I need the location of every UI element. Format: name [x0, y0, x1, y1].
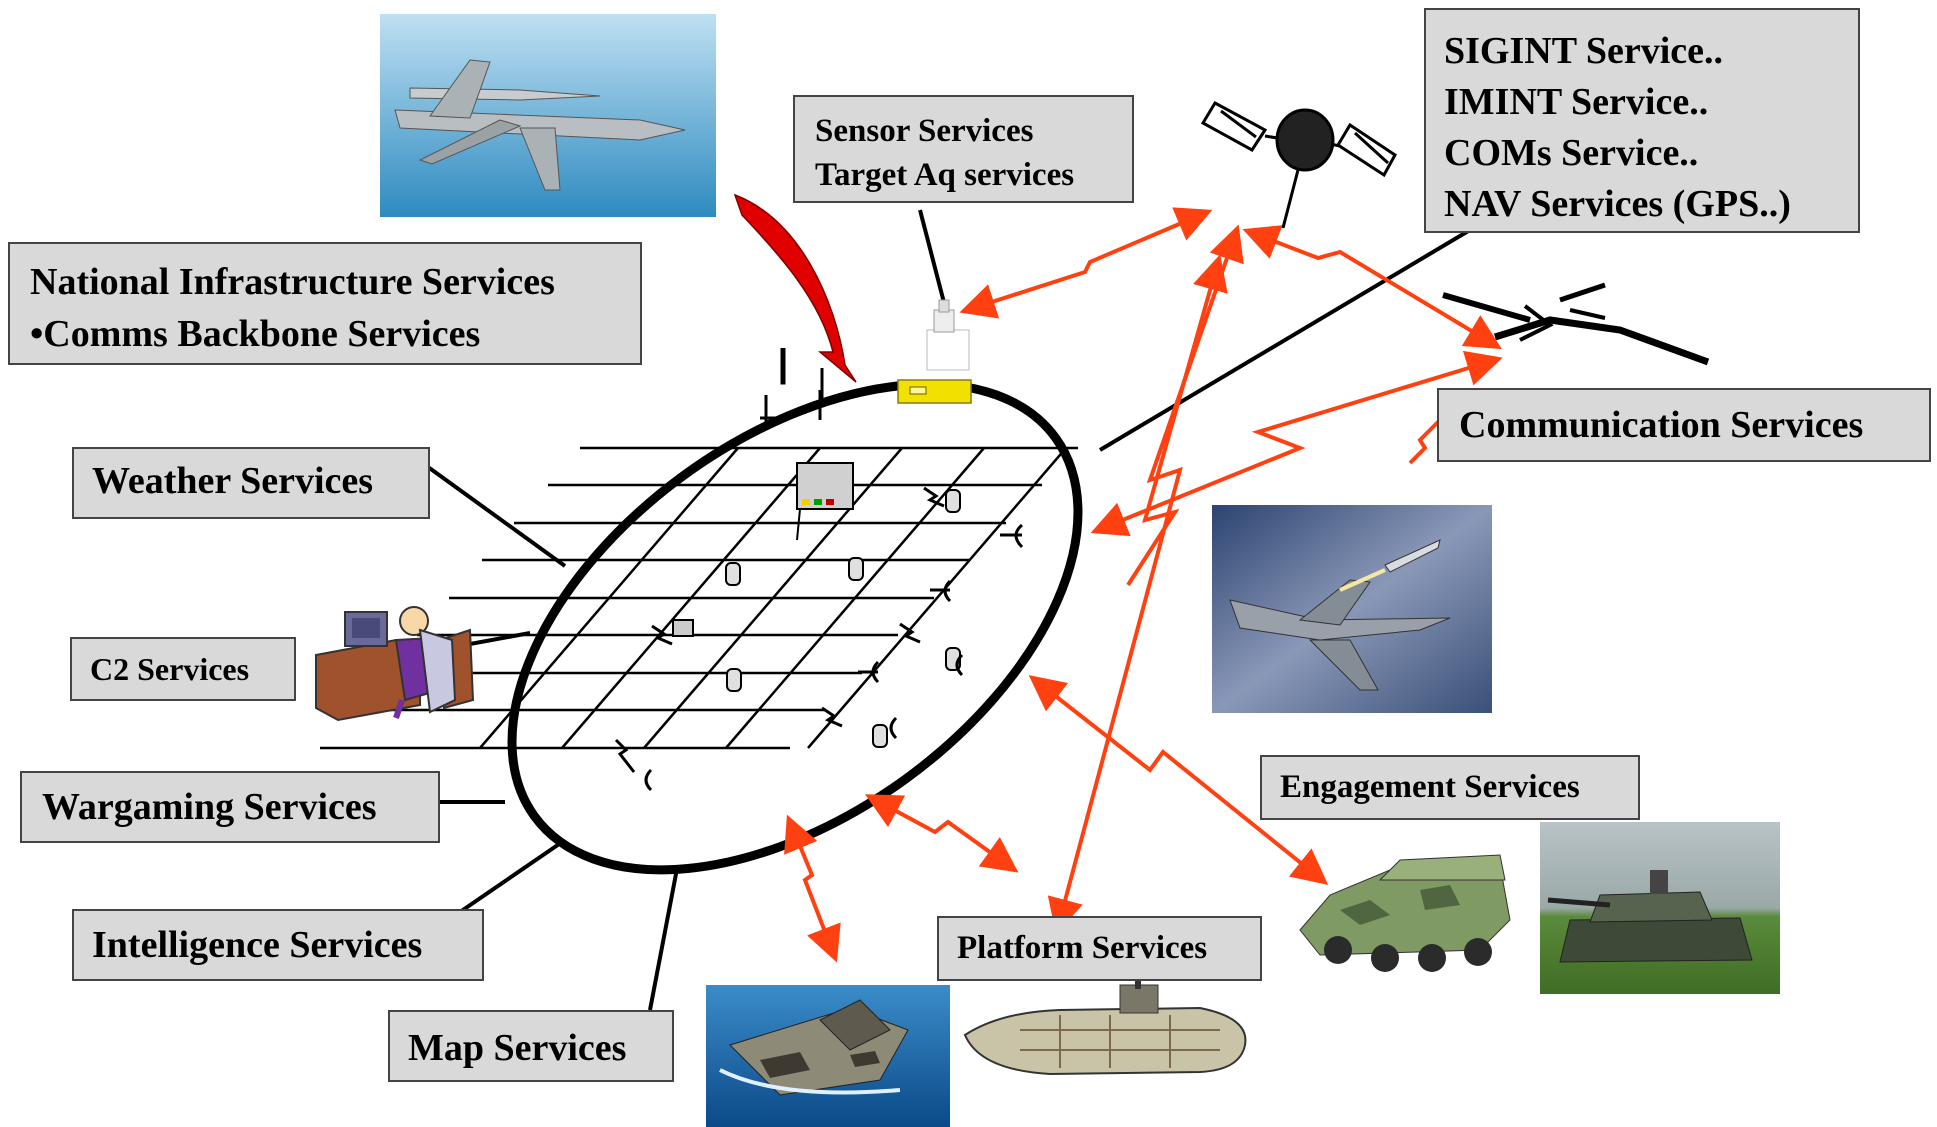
- communication-services-label: Communication Services: [1459, 404, 1864, 446]
- fighter-jet-photo: [1212, 505, 1492, 713]
- platform-services-box: Platform Services: [937, 916, 1262, 981]
- communication-services-box: Communication Services: [1437, 388, 1931, 462]
- sensor-services-label: Sensor Services: [815, 113, 1034, 149]
- coms-service-label: COMs Service..: [1444, 132, 1699, 174]
- sensor-services-box: Sensor Services Target Aq services: [793, 95, 1134, 203]
- link-arrows: [784, 207, 1503, 963]
- map-services-box: Map Services: [388, 1010, 674, 1082]
- curved-arrow-icon: [733, 193, 857, 383]
- c2-services-label: C2 Services: [90, 651, 250, 687]
- server-icon: [796, 462, 854, 541]
- radio-antenna-icon: [614, 486, 1024, 792]
- submarine-photo: [963, 975, 1247, 1076]
- operator-workstation-icon: [315, 606, 475, 722]
- service-grid: [320, 446, 1078, 750]
- sigint-service-label: SIGINT Service..: [1444, 30, 1724, 72]
- tank-photo: [1540, 822, 1780, 994]
- map-services-label: Map Services: [408, 1027, 627, 1069]
- weather-services-label: Weather Services: [92, 460, 374, 502]
- uav-icon: [1442, 282, 1710, 366]
- nav-services-label: NAV Services (GPS..): [1444, 183, 1791, 225]
- imint-service-label: IMINT Service..: [1444, 81, 1709, 123]
- target-aq-services-label: Target Aq services: [815, 157, 1075, 193]
- network-ring: [507, 379, 1083, 875]
- aircraft-photo: [380, 14, 716, 217]
- intelligence-services-label: Intelligence Services: [92, 924, 423, 966]
- space-services-box: SIGINT Service.. IMINT Service.. COMs Se…: [1424, 8, 1860, 233]
- sensor-mast-icon: [897, 299, 972, 404]
- weather-services-box: Weather Services: [72, 447, 430, 519]
- platform-services-label: Platform Services: [957, 930, 1208, 966]
- stealth-boat-photo: [706, 985, 950, 1127]
- c2-services-box: C2 Services: [70, 637, 296, 701]
- national-infrastructure-box: National Infrastructure Services •Comms …: [8, 242, 642, 365]
- intelligence-services-box: Intelligence Services: [72, 909, 484, 981]
- armored-vehicle-photo: [1299, 854, 1511, 972]
- comms-backbone-subtitle: •Comms Backbone Services: [30, 313, 481, 355]
- national-infrastructure-title: National Infrastructure Services: [30, 261, 555, 303]
- satellite-icon: [1200, 100, 1397, 229]
- wargaming-services-label: Wargaming Services: [42, 786, 377, 828]
- engagement-services-label: Engagement Services: [1280, 769, 1580, 805]
- antenna-icon: [760, 348, 824, 425]
- engagement-services-box: Engagement Services: [1260, 755, 1640, 820]
- wargaming-services-box: Wargaming Services: [20, 771, 440, 843]
